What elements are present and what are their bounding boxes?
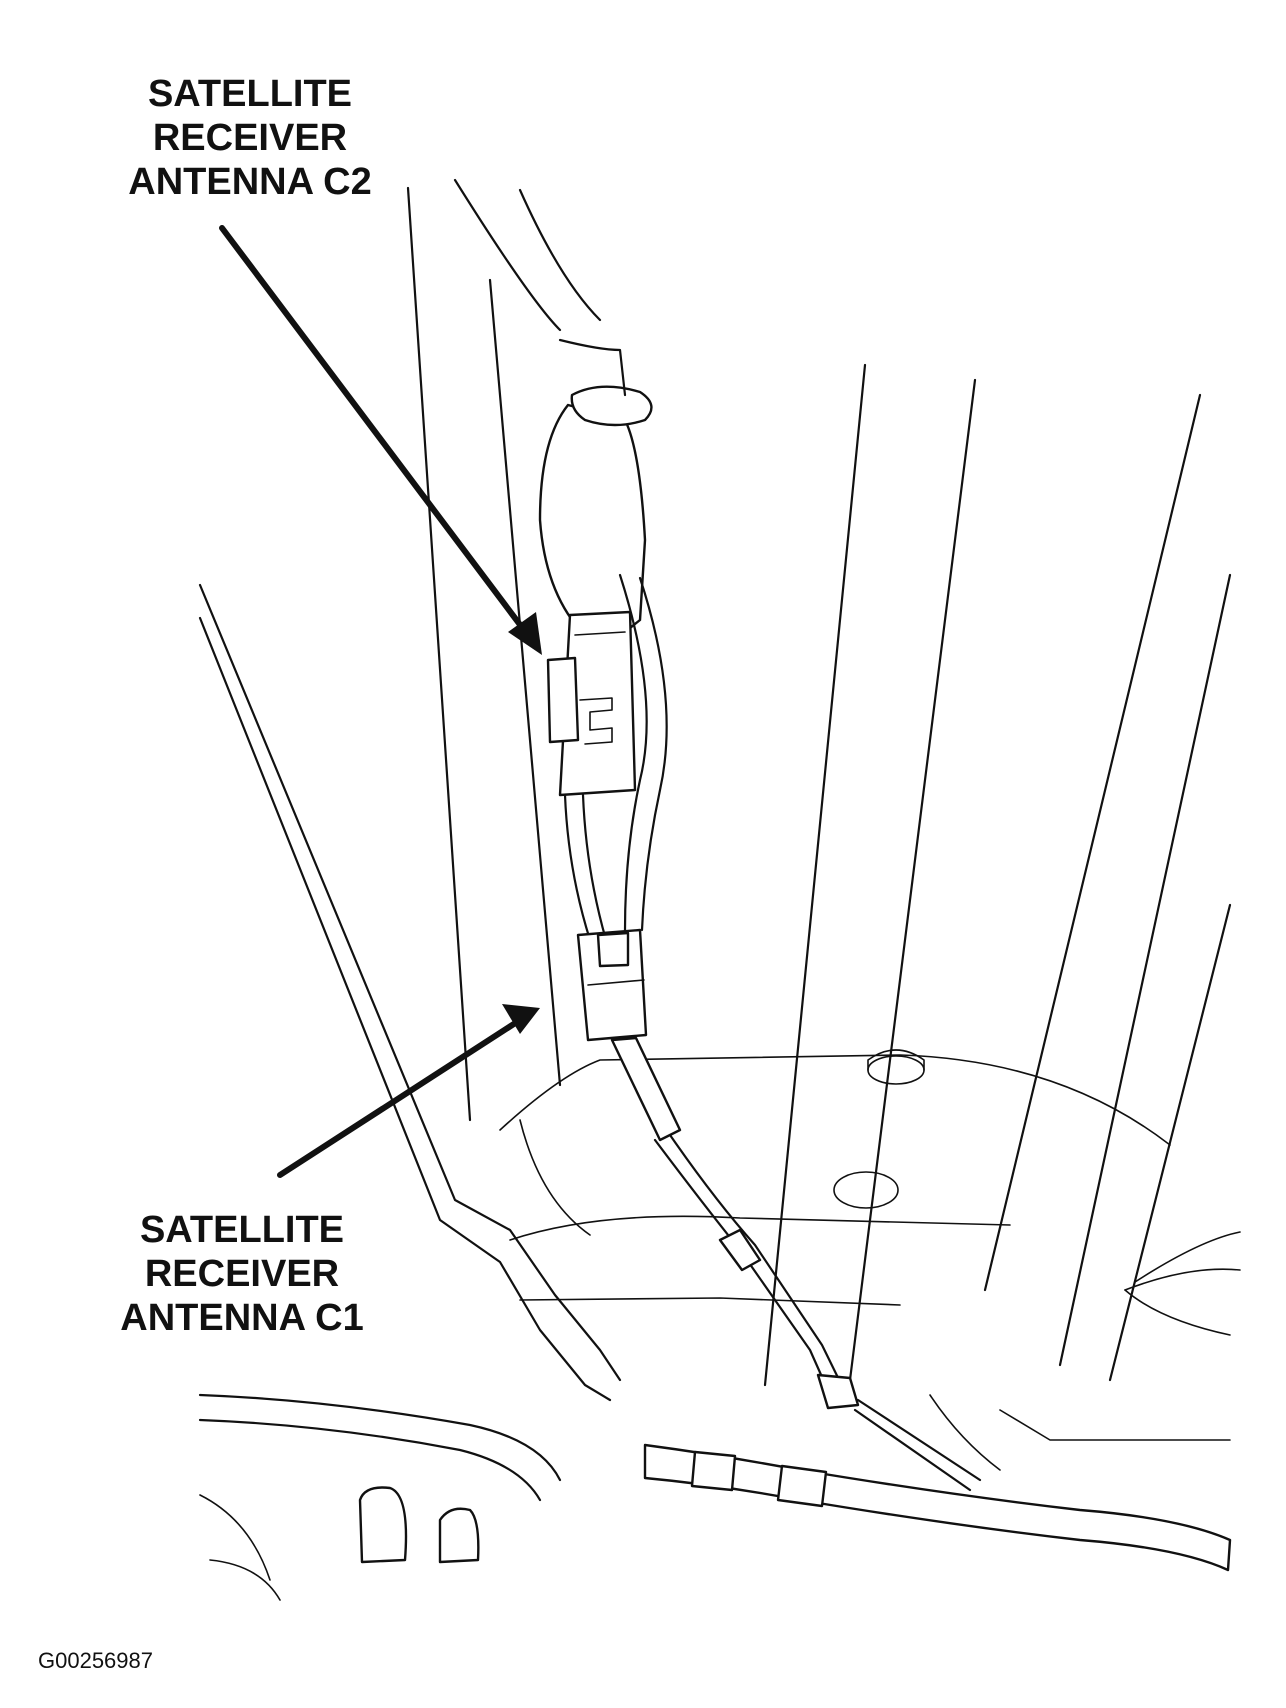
body-panel-lines: [198, 178, 1241, 1471]
panel-holes: [833, 1049, 925, 1209]
callout-arrows: [219, 225, 542, 1178]
wiring-harness: [643, 1443, 1232, 1572]
callout-c2-line2: RECEIVER: [152, 117, 348, 159]
callout-antenna-c1: SATELLITE RECEIVER ANTENNA C1: [52, 1208, 432, 1340]
callout-antenna-c2: SATELLITE RECEIVER ANTENNA C2: [60, 72, 440, 204]
callout-c2-line1: SATELLITE: [147, 73, 353, 115]
trim-panel: [538, 338, 653, 642]
antenna-cables: [563, 573, 668, 942]
antenna-c2-connector: [546, 610, 637, 797]
callout-c1-line2: RECEIVER: [144, 1253, 340, 1295]
antenna-c1-connector: [576, 928, 648, 1042]
figure-id: G00256987: [38, 1648, 153, 1673]
lower-left-component: [198, 1393, 562, 1601]
cable-run: [610, 1036, 982, 1492]
callout-c1-line3: ANTENNA C1: [120, 1297, 364, 1339]
callout-c2-line3: ANTENNA C2: [128, 161, 372, 203]
callout-c1-line1: SATELLITE: [139, 1209, 345, 1251]
